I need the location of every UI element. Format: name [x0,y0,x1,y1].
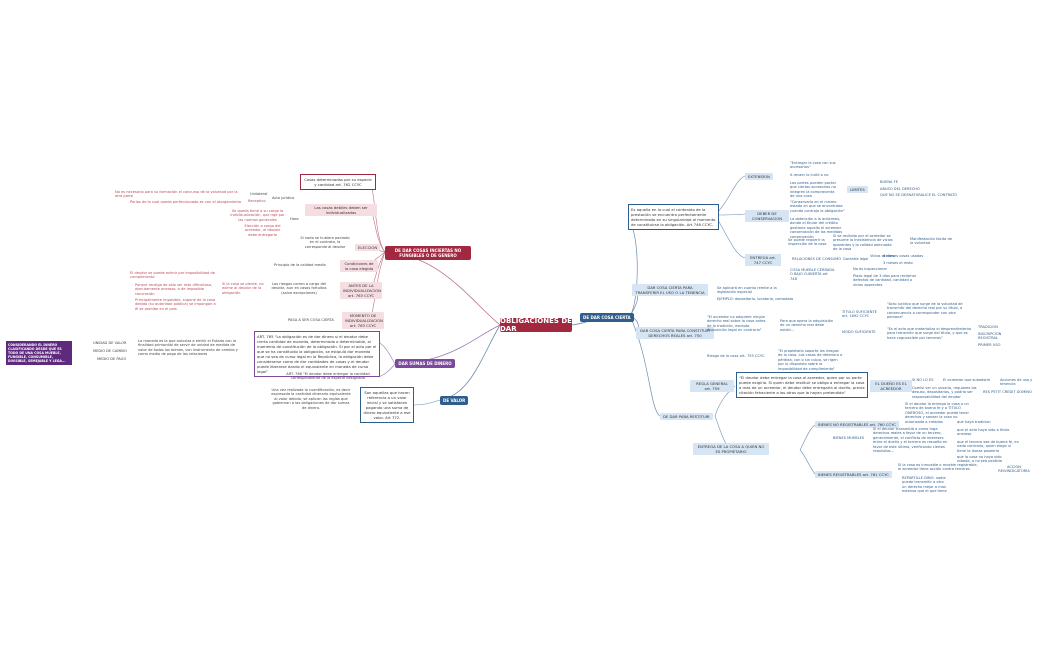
modo-suficiente: MODO SUFICIENTE [842,330,876,334]
garantia-legal: Garantía legal [843,257,869,261]
req-oneroso: que el acto haya sido a título oneroso [957,428,1010,437]
comisi-desc: Comisí ver un usuario, regulares los des… [912,386,977,399]
cierta-def[interactable]: Es aquella en la cual el contenido de la… [628,204,719,230]
ent-1c: Manifestación tácita de la voluntad [910,237,952,246]
acto-juridico: Acto jurídico [272,196,295,200]
riesgo-texto-3: Principalmente imposible, supone de la c… [135,298,216,311]
art-766: ART. 766 "El deudor debe entregar la can… [286,372,370,381]
acreedor-subadstre: El acreedor que subadstre [943,378,991,382]
inscripcion: INSCRIPCION REGISTRAL [978,332,1002,341]
condiciones[interactable]: Condiciones de la cosa elegida [340,260,378,272]
no-inspeccionar: No es inspeccionar [853,267,888,271]
branch-cosa-cierta[interactable]: DE DAR COSA CIERTA [580,313,634,322]
riesgo-cosa: Riesgo de la cosa art. 755 CCYC [707,354,765,358]
regla-desc[interactable]: "El deudor debe entregar la cosa al acre… [736,372,868,398]
momento-individualizacion[interactable]: MOMENTO DE INDIVIDUALIZACION art. 763 CC… [342,312,384,329]
lim-contrato: QUE NO SE DESNATURALICE EL CONTRATO [880,193,958,197]
central-topic[interactable]: OBLIGACIONES DE DAR [500,317,572,333]
antes-individualizacion[interactable]: ANTES DE LA INDIVIDUALIZACION art. 763 C… [340,282,382,299]
cons-1: "Conservarla en el mismo estado en que s… [790,200,845,213]
moneda-desc: La moneda es la que autoriza a emitir el… [138,339,238,357]
titulo-suficiente: TITULO SUFICIENTE art. 1892 CCYC [842,310,877,319]
riesgo-desc: "El propietario soporta los riesgos de l… [778,349,843,371]
bienes-no-desc: Si el deudor la entrega la cosa a un ter… [905,402,969,424]
reales-2: Para que opera la adquisición de un dere… [780,319,834,332]
principio: Principio de la calidad media [274,263,326,267]
riesgo-texto-2: Porque recaiga de sólo ser más dificulto… [135,283,213,296]
eleccion[interactable]: ELECCION [355,244,381,251]
req-tradicion: que haya tradicion [957,420,991,424]
valor-def[interactable]: Son aquellas que hacen referencia a un v… [360,387,414,423]
limites[interactable]: LIMITES [847,186,868,193]
regla-general[interactable]: REGLA GENERAL art. 759 [690,380,734,392]
unidad-valor: UNIDAD DE VALOR [93,341,127,345]
si-no-lo-es: SI NO LO ES [912,378,934,382]
cosas-determinadas[interactable]: Cosas determinadas por su especie y cant… [300,174,376,190]
transferir-1: Se aplicará en cuanto remite a la legisl… [717,286,777,295]
receptico: Receptico [248,199,266,203]
hora: Hora [290,217,299,221]
dinero-tag: CONSIDERANDO EL DINERO CLASIFICANDO DESD… [6,341,72,365]
deber-conservacion[interactable]: DEBER DE CONSERVACION [745,210,789,222]
entrega[interactable]: ENTREGA art. 747 CCYC [745,254,781,266]
receptico-desc: Porlos de la cual queda perfeccionado es… [130,200,242,204]
nemo-plus: REPARTILLE DINO: nadie puede transmitir … [902,476,947,494]
valor-desc: Una vez realizada la cuantificación, es … [271,388,351,410]
pasa-cosa-cierta: PASA A SER COSA CIERTA [288,318,334,322]
ext-1: "Entregar la cosa con sus accesorios" [790,161,836,170]
transferir-uso[interactable]: DAR COSA CIERTA PARA TRANSFERIR EL USO O… [632,284,708,296]
vicios-ocultos: Vicios ocultos [870,254,895,258]
medio-cambio: MEDIO DE CAMBIO [93,349,127,353]
req-robada: que la cosa no haya sido robada, o no se… [957,455,1002,464]
transferir-2: EJEMPLO: depositario, locatario, comodat… [717,297,794,301]
ent-1: Se puede requerir la inspección de la co… [788,238,827,247]
branch-dinero[interactable]: DAR SUMAS DE DINERO [395,359,455,368]
bienes-registrables[interactable]: BIENES REGISTRABLES art. 761 CCYC [815,471,892,478]
bienes-no-registrables[interactable]: BIENES NO REGISTRABLES art. 760 CCYC [815,421,899,428]
hora-desc-1: Se queda tiene a su cargo la individuali… [230,209,285,222]
primer-uso: PRIMER USO [978,343,1001,347]
tradicion: TRADICION [978,325,998,329]
cosa-mueble: COSA MUEBLE CERRADA O BAJO CUBIERTA art … [790,268,835,281]
titulo-desc: "Acto jurídico que surge de la voluntad … [887,302,963,320]
modo-desc: "Es el acto que materializa el desprendi… [887,327,972,340]
unilateral: Unilateral [250,192,268,196]
ext-3: Las partes pueden pactar que ciertos acc… [790,181,837,199]
dar-restituir[interactable]: DE DAR PARA RESTITUIR [660,413,713,420]
plazo-legal: Plazo legal de 3 días para reclamar defe… [853,274,917,287]
riesgos: Los riesgos corren a cargo del deudor, a… [271,282,327,295]
entrega-no-propietario[interactable]: ENTREGA DE LA COSA A QUIEN NO ES PROPIET… [693,443,769,455]
derechos-reales[interactable]: DAR COSA CIERTA PARA CONSTITUIR DERECHOS… [636,327,714,339]
art-765[interactable]: ART. 765 "La obligación es de dar dinero… [254,331,380,377]
bienes-muebles: BIENES MUEBLES [833,436,865,440]
registrables-desc: Si la cosa es inmueble o mueble registra… [898,463,978,472]
relaciones-consumo: RELACIONES DE CONSUMO [792,257,842,261]
lim-buena-fe: BUENA FE [880,180,898,184]
bienes-muebles-desc: Si el deudor transmitió a como fuga dere… [873,427,948,454]
cons-2: La obtención a la anticresis, donde el t… [790,217,843,239]
acciones-uso: Acciones de uso y tenencia [1000,378,1033,387]
branch-valor[interactable]: DE VALOR [440,396,469,405]
ext-2: A recaer lo inútil o no [790,173,829,177]
cosas-individualizadas[interactable]: Las cosas debiles deben ser individualiz… [305,204,377,216]
unilateral-desc: No es necesario para su formación el con… [115,190,238,199]
meses-resto: 3 meses el resto [883,261,913,265]
hora-desc-2: Elección a cargo del acreedor, el deudor… [244,224,281,237]
res-petit: RES PETIT CREDIT DOMINO [983,390,1032,394]
branch-incierta[interactable]: DE DAR COSAS INCIERTAS NO FUNGIBLES O DE… [385,246,471,260]
lim-abuso: ABUSO DEL DERECHO [880,187,920,191]
riesgos-side: Si la cosa se pierde, no exime al deudor… [222,282,264,295]
eleccion-desc: Si nada se hubiera pactado en el contrat… [300,236,350,249]
dueno-acreedor[interactable]: EL DUEÑO ES EL ACREEDOR [870,380,912,392]
riesgo-texto-1: El deudor se puede eximir por imposibili… [130,271,215,280]
medio-pago: MEDIO DE PAGO [97,357,127,361]
ent-1b: Si se recibida por el acreedor se presum… [833,234,893,252]
meses-usadas: 6 meses cosas usadas [883,254,924,258]
extension[interactable]: EXTENSION [745,173,773,180]
reales-1: "El acreedor no adquiere ningún derecho … [707,315,766,333]
accion-reivindicatoria: ACCION REIVINDICATORIA [998,465,1030,474]
req-buena-fe: que el tercero sea de buena fe, en nada … [957,440,1019,453]
